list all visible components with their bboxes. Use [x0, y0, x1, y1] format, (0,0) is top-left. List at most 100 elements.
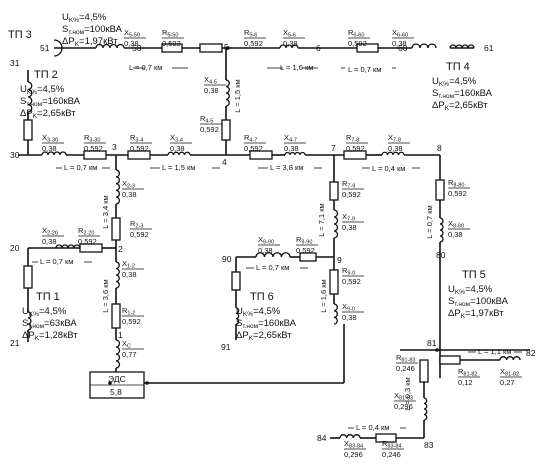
- length-label-2: L = 0,7 км: [348, 65, 381, 74]
- x47-coil: [284, 151, 306, 156]
- label-x45: X4-50,38: [204, 75, 226, 95]
- tp2-coil: [27, 81, 33, 113]
- symbol-x220: X2-20: [42, 226, 58, 237]
- tp1-title: ТП 1: [36, 291, 60, 303]
- label-r47: R4-70,592: [244, 133, 266, 153]
- tp2-param-1: Sт.ном=160кВА: [20, 96, 81, 108]
- value-x12: 0,38: [122, 270, 137, 279]
- symbol-r8182: R81-82: [458, 367, 478, 378]
- symbol-r34: R3-4: [130, 133, 143, 144]
- value-r330: 0,592: [84, 144, 103, 153]
- label-r8183: R81-830,246: [396, 353, 418, 373]
- symbol-r79: R7-9: [342, 179, 355, 190]
- symbol-xc: XC: [122, 339, 131, 350]
- label-r12: R1-20,592: [122, 306, 144, 326]
- r45-resistor: [221, 119, 231, 141]
- r660-resistor: [356, 43, 379, 53]
- label-x550: X5-500,38: [124, 28, 146, 48]
- length-label-14: L = 0,7 км: [425, 205, 434, 238]
- junction-dot-2: [435, 348, 439, 352]
- label-r660: R6-600,592: [348, 28, 370, 48]
- label-x23: X2-30,38: [122, 179, 144, 199]
- symbol-x990: X9-90: [258, 235, 274, 246]
- node-8: 8: [437, 143, 442, 153]
- symbol-r990: R9-90: [296, 235, 312, 246]
- r79-resistor: [329, 181, 339, 201]
- r90-resistor: [329, 269, 339, 295]
- node-6: 6: [316, 43, 321, 53]
- r56-resistor: [199, 43, 223, 53]
- tp2-param-0: UK%=4,5%: [20, 84, 65, 96]
- value-x47: 0,38: [284, 144, 299, 153]
- value-xc: 0,77: [122, 350, 137, 359]
- label-r550: R5-500,592: [162, 28, 184, 48]
- label-x8183: X81-830,296: [394, 391, 416, 411]
- symbol-x8183: X81-83: [394, 391, 413, 402]
- value-r56: 0,592: [244, 39, 263, 48]
- tp6-param-2: ΔPK=2,65кВт: [236, 330, 292, 342]
- tp6-coil: [235, 307, 240, 325]
- tp3-param-0: UK%=4,5%: [62, 12, 107, 24]
- value-r45: 0,592: [200, 125, 219, 134]
- value-r47: 0,592: [244, 144, 263, 153]
- length-label-15: L = 1,1 км: [478, 347, 511, 356]
- value-r90: 0,592: [342, 277, 361, 286]
- x78-coil: [381, 151, 405, 156]
- x90-coil: [333, 303, 338, 325]
- node-84: 84: [317, 433, 327, 443]
- symbol-x330: X3-30: [42, 133, 58, 144]
- r990-resistor: [299, 252, 317, 262]
- value-x8384: 0,296: [344, 450, 363, 459]
- r550-resistor: [161, 43, 183, 53]
- label-r8182: R81-820,12: [458, 367, 480, 387]
- r8384-resistor: [375, 433, 397, 443]
- symbol-r330: R3-30: [84, 133, 100, 144]
- node-9: 9: [337, 255, 342, 265]
- tp3-coil: [53, 39, 63, 57]
- label-x90: X9-00,38: [342, 302, 364, 322]
- label-r23: R2-30,592: [130, 219, 152, 239]
- symbol-r47: R4-7: [244, 133, 257, 144]
- emf-value: 5,8: [110, 387, 122, 397]
- x8384-coil: [339, 434, 361, 439]
- x34-coil: [167, 151, 191, 156]
- tp3-title: ТП 3: [8, 29, 32, 41]
- x56-coil: [279, 44, 299, 49]
- node-60: 60: [398, 43, 408, 53]
- symbol-r220: R2-20: [78, 226, 94, 237]
- tp6-param-0: UK%=4,5%: [236, 306, 281, 318]
- symbol-x45: X4-5: [204, 75, 217, 86]
- value-r78: 0,592: [346, 144, 365, 153]
- label-x880: X8-800,38: [448, 219, 470, 239]
- node-21: 21: [10, 338, 20, 348]
- tp4-param-2: ΔPK=2,65кВт: [432, 100, 488, 112]
- value-x45: 0,38: [204, 86, 219, 95]
- tp5-title: ТП 5: [462, 269, 486, 281]
- label-x8182: X81-820,27: [500, 367, 522, 387]
- value-r550: 0,592: [162, 39, 181, 48]
- x12-coil: [115, 261, 120, 289]
- tp1-param-0: UK%=4,5%: [22, 306, 67, 318]
- symbol-x47: X4-7: [284, 133, 297, 144]
- symbol-r45: R4-5: [200, 114, 213, 125]
- value-r660: 0,592: [348, 39, 367, 48]
- x8183-coil: [423, 397, 428, 421]
- value-x550: 0,38: [124, 39, 139, 48]
- node-4: 4: [222, 157, 227, 167]
- symbol-x90: X9-0: [342, 302, 355, 313]
- length-label-12: L = 0,7 км: [256, 263, 289, 272]
- value-x34: 0,38: [170, 144, 185, 153]
- tp6-resistor: [231, 271, 241, 291]
- r330-resistor: [83, 150, 107, 160]
- tp4-param-0: UK%=4,5%: [432, 76, 477, 88]
- length-label-10: L = 3,6 км: [101, 279, 110, 312]
- wires: [18, 47, 530, 439]
- value-r8182: 0,12: [458, 378, 473, 387]
- tp5-param-1: Sт.ном=100кВА: [448, 296, 509, 308]
- tp6-title: ТП 6: [250, 291, 274, 303]
- label-r880: R8-800,592: [448, 178, 470, 198]
- x8182-coil: [499, 356, 521, 361]
- value-x23: 0,38: [122, 190, 137, 199]
- r8182-resistor: [439, 355, 461, 365]
- symbol-r12: R1-2: [122, 306, 135, 317]
